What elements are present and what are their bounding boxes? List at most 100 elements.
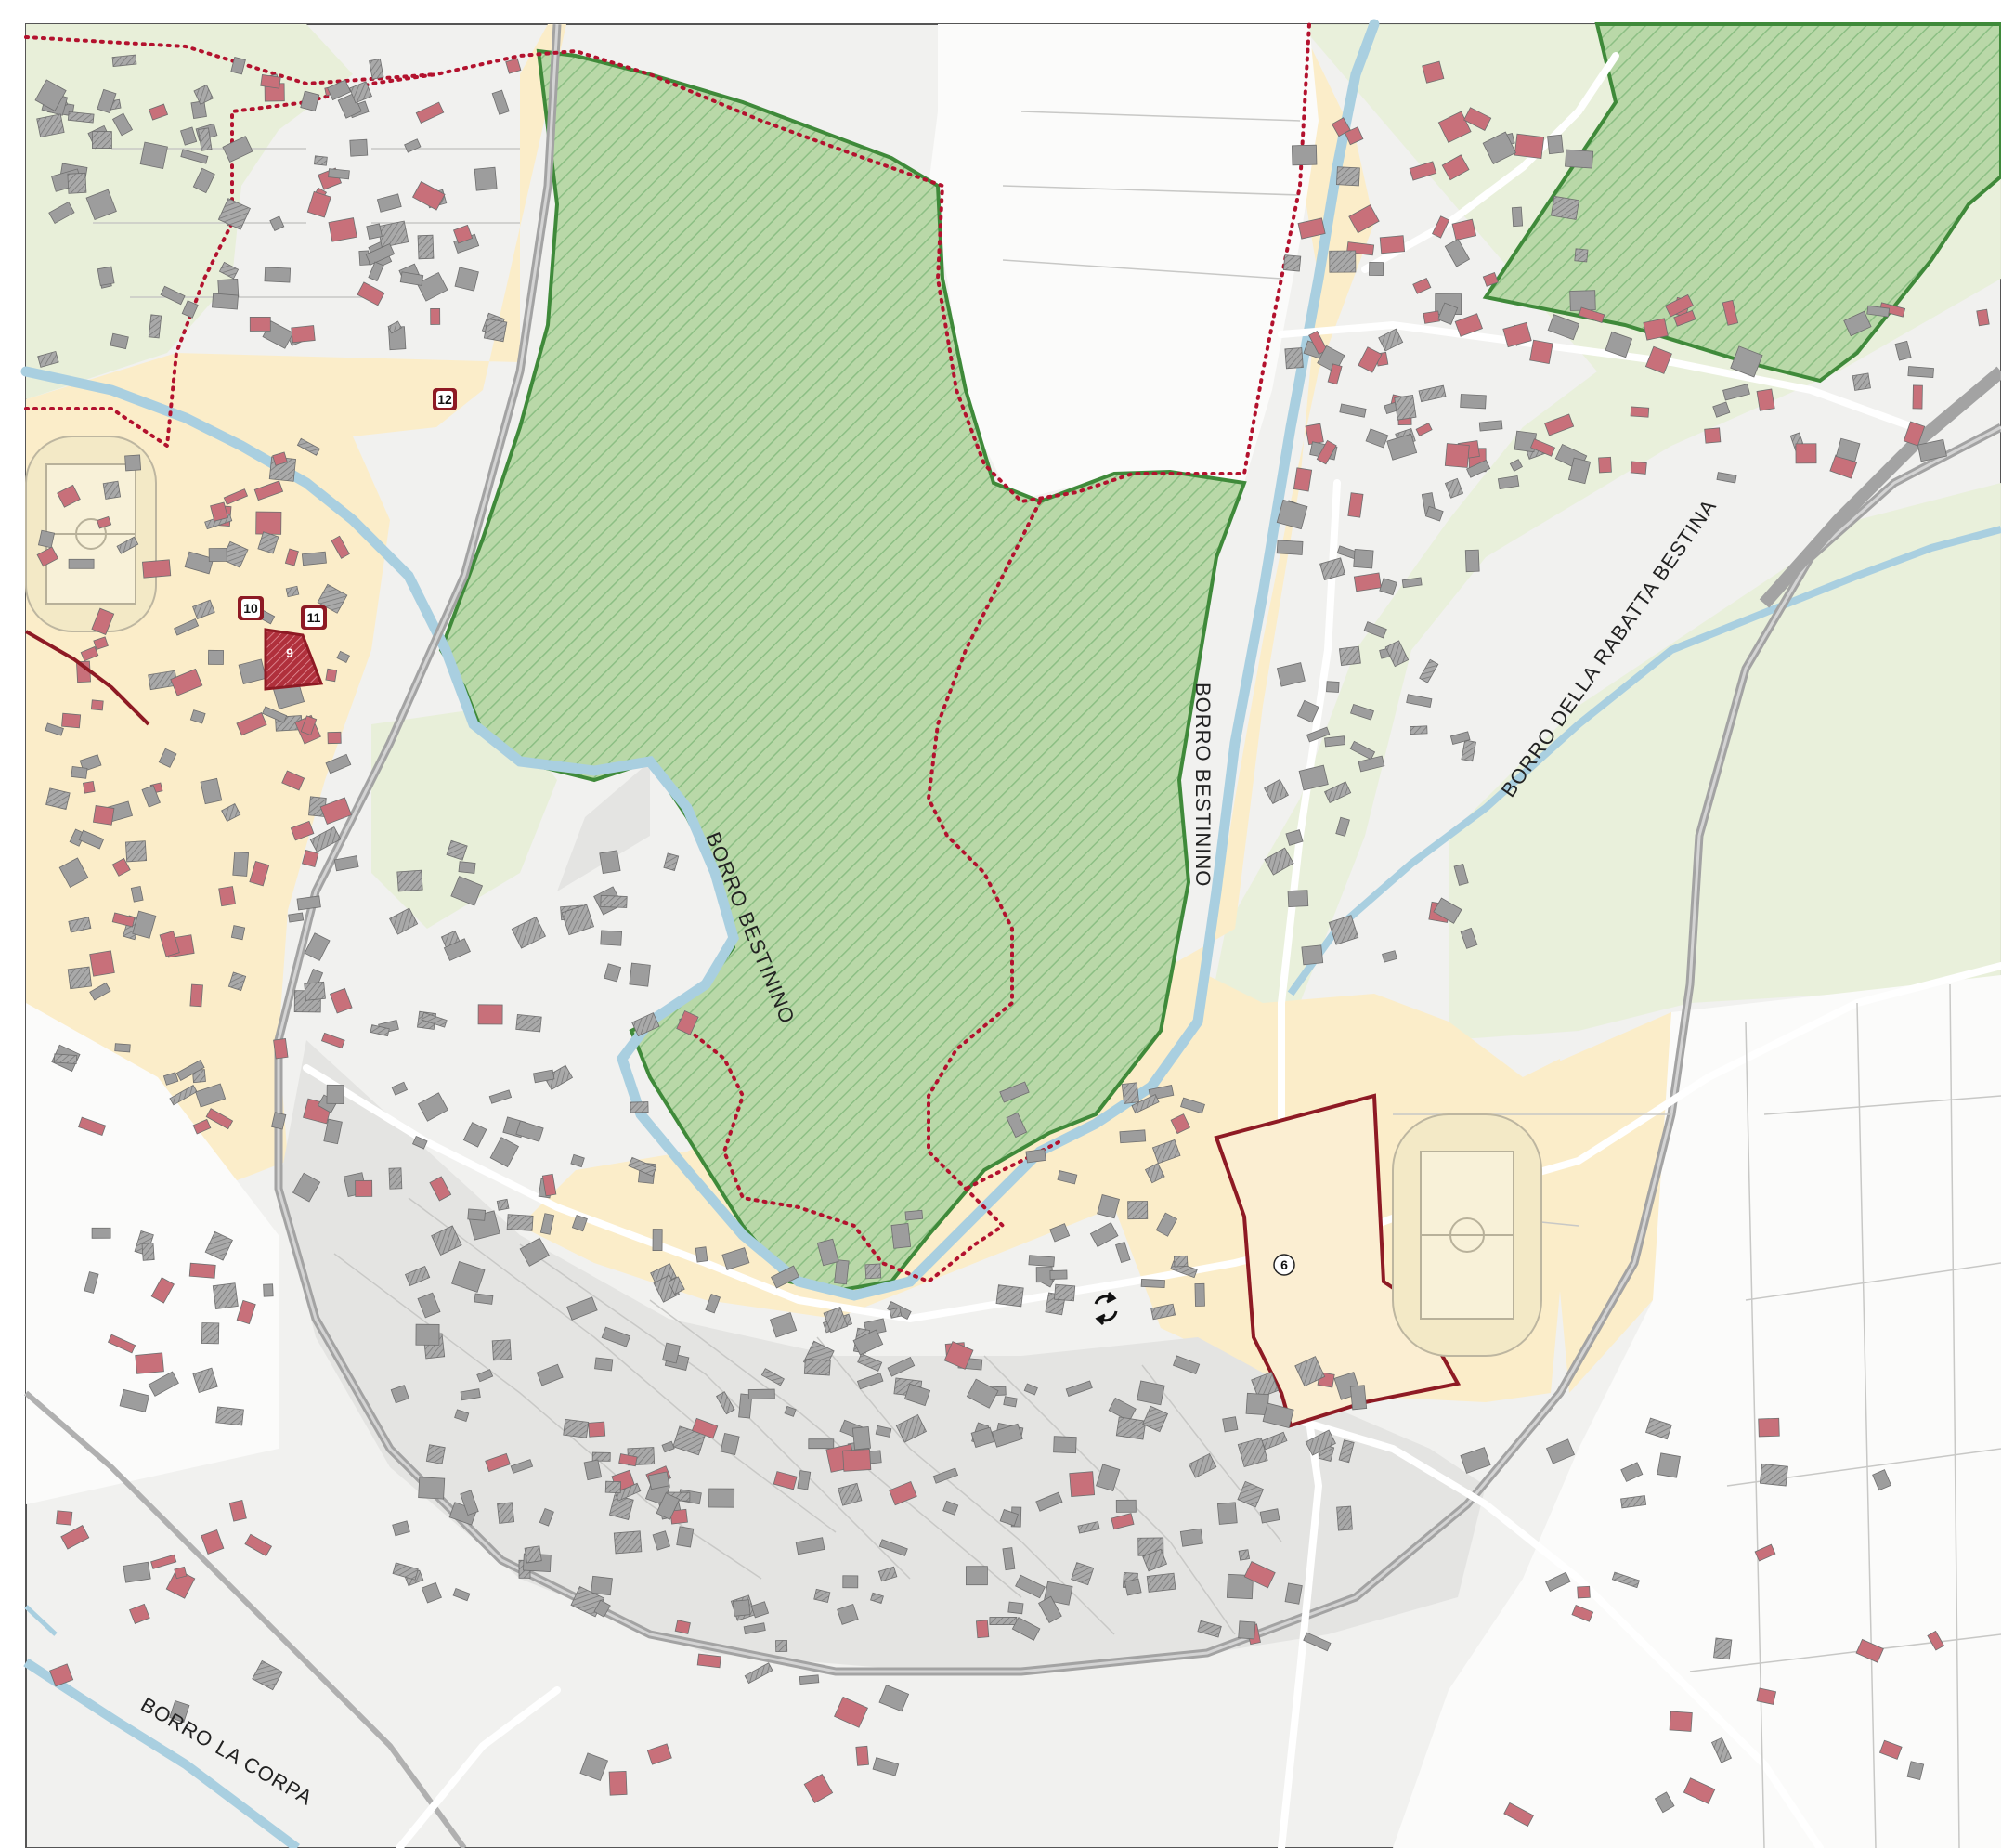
building-footprint xyxy=(369,58,384,80)
building-footprint xyxy=(269,215,285,231)
marker-label-6: 6 xyxy=(1280,1257,1288,1272)
building-footprint xyxy=(1912,384,1923,410)
building-footprint xyxy=(1347,492,1364,518)
building-footprint xyxy=(889,1480,917,1506)
building-footprint xyxy=(1378,328,1404,352)
building-footprint xyxy=(541,1173,557,1197)
building-footprint xyxy=(159,931,180,957)
building-footprint xyxy=(430,307,441,325)
building-footprint xyxy=(1015,1574,1046,1599)
building-footprint xyxy=(705,1294,721,1314)
building-footprint xyxy=(90,699,104,711)
building-footprint xyxy=(561,904,595,936)
building-footprint xyxy=(110,332,129,350)
building-footprint xyxy=(1353,549,1374,569)
building-footprint xyxy=(1237,1437,1268,1468)
building-footprint xyxy=(45,722,64,736)
building-footprint xyxy=(1358,755,1385,773)
built-up-fabric xyxy=(279,761,1486,1672)
building-footprint xyxy=(301,551,327,566)
building-footprint xyxy=(491,1339,512,1361)
building-footprint xyxy=(1282,254,1302,272)
building-footprint xyxy=(842,1575,859,1589)
building-footprint xyxy=(1878,1739,1903,1760)
building-footprint xyxy=(284,548,299,566)
building-footprint xyxy=(1028,1255,1055,1268)
building-footprint xyxy=(1294,1356,1326,1387)
building-footprint xyxy=(991,1423,1023,1448)
building-footprint xyxy=(652,1229,663,1252)
park-area-northeast[interactable] xyxy=(1482,22,2001,384)
building-footprint xyxy=(1226,1573,1254,1600)
building-footprint xyxy=(391,1081,409,1096)
building-footprint xyxy=(1324,735,1345,748)
building-footprint xyxy=(842,1449,872,1472)
building-footprint xyxy=(889,1307,903,1319)
building-footprint xyxy=(148,314,162,339)
marker-12[interactable]: 12 xyxy=(433,388,457,410)
building-footprint xyxy=(201,1529,225,1555)
building-footprint xyxy=(116,536,139,554)
building-footprint xyxy=(1035,1491,1063,1512)
building-footprint xyxy=(415,101,445,124)
building-footprint xyxy=(1657,1452,1681,1478)
building-footprint xyxy=(91,607,115,635)
building-footprint xyxy=(1326,681,1340,693)
building-footprint xyxy=(1441,154,1470,181)
building-footprint xyxy=(760,1368,785,1386)
building-footprint xyxy=(1482,271,1499,287)
building-footprint xyxy=(1287,890,1309,908)
building-footprint xyxy=(111,112,134,137)
building-footprint xyxy=(89,982,111,1001)
building-footprint xyxy=(932,1467,959,1484)
building-footprint xyxy=(799,1674,820,1685)
building-footprint xyxy=(34,79,67,111)
building-footprint xyxy=(1276,540,1304,555)
building-footprint xyxy=(1264,847,1294,876)
building-footprint xyxy=(1358,346,1383,373)
building-footprint xyxy=(1049,1269,1068,1280)
building-footprint xyxy=(795,1537,825,1555)
building-footprint xyxy=(1460,394,1487,410)
building-footprint xyxy=(192,167,215,194)
building-footprint xyxy=(205,1108,234,1130)
building-footprint xyxy=(288,912,305,923)
building-footprint xyxy=(111,857,131,877)
building-footprint xyxy=(1301,944,1324,966)
building-footprint xyxy=(1316,439,1337,465)
building-footprint xyxy=(591,1451,611,1462)
building-footprint xyxy=(878,1539,908,1556)
building-footprint xyxy=(803,1774,834,1803)
building-footprint xyxy=(747,1388,775,1399)
marker-10[interactable]: 10 xyxy=(238,596,264,620)
building-footprint xyxy=(474,1293,494,1305)
building-footprint xyxy=(1713,1637,1733,1660)
building-footprint xyxy=(1645,1417,1672,1440)
building-footprint xyxy=(326,1084,344,1104)
marker-11[interactable]: 11 xyxy=(301,605,327,630)
building-footprint xyxy=(1053,1436,1077,1454)
building-footprint xyxy=(1306,726,1331,743)
building-footprint xyxy=(942,1500,959,1516)
building-footprint xyxy=(1222,1416,1239,1433)
building-footprint xyxy=(629,962,651,987)
building-footprint xyxy=(1298,764,1329,791)
building-footprint xyxy=(1502,321,1532,348)
building-footprint xyxy=(1089,1222,1119,1248)
building-footprint xyxy=(966,1566,988,1586)
building-footprint xyxy=(89,950,115,977)
building-footprint xyxy=(1261,1431,1288,1451)
building-footprint xyxy=(1284,347,1304,370)
building-footprint xyxy=(1146,1572,1176,1593)
building-footprint xyxy=(1710,1737,1733,1763)
building-footprint xyxy=(85,189,117,220)
building-footprint xyxy=(272,451,288,466)
site-9[interactable]: 9 xyxy=(264,628,324,691)
building-footprint xyxy=(218,886,236,907)
building-footprint xyxy=(53,1053,78,1064)
building-footprint xyxy=(887,1356,916,1377)
building-footprint xyxy=(111,912,136,928)
marker-6[interactable]: 6 xyxy=(1273,1254,1295,1276)
